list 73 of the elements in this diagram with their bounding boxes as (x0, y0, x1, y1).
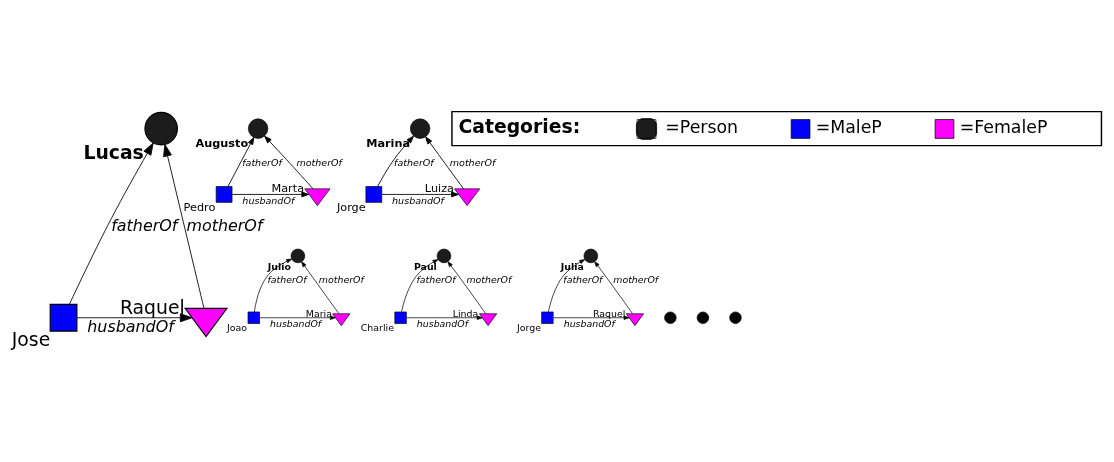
node-triangle (304, 188, 331, 206)
node-label: Lucas (83, 141, 144, 163)
edge-label: fatherOf (242, 156, 282, 168)
arrow (227, 136, 255, 187)
node-box (365, 185, 383, 203)
node-label: Raquel (592, 307, 626, 319)
arrow (401, 258, 439, 312)
node-label: Marta (271, 181, 305, 195)
node-circle (290, 248, 306, 263)
edge-label: fatherOf (416, 273, 456, 285)
edge-label: husbandOf (563, 317, 615, 329)
arrow (447, 260, 487, 314)
edge-label: husbandOf (270, 317, 322, 329)
edge-label: motherOf (466, 273, 512, 285)
legend-label: =Person (665, 116, 739, 137)
node-label: Luiza (424, 181, 454, 195)
node-label: Augusto (195, 136, 249, 150)
node-circle (436, 248, 452, 263)
node-circle (583, 248, 598, 263)
node-circle (410, 118, 431, 139)
arrow (163, 143, 205, 309)
edge-label: fatherOf (394, 156, 434, 168)
arrow (425, 135, 464, 189)
edge-label: motherOf (296, 156, 342, 168)
arrow (548, 258, 586, 312)
arrow (301, 260, 340, 314)
node-circle (144, 111, 178, 145)
arrow (231, 191, 310, 197)
edge-label: fatherOf (267, 273, 307, 285)
node-triangle (479, 312, 498, 326)
node-label: Julio (267, 260, 291, 272)
node-label: Jorge (336, 200, 366, 214)
edge-label: motherOf (186, 215, 263, 235)
node-label: Charlie (360, 321, 394, 333)
label: Categories: (458, 115, 581, 137)
node-label: Joao (227, 321, 248, 333)
node-label: Marina (366, 136, 411, 150)
edge-label: motherOf (613, 273, 659, 285)
node-box (49, 303, 78, 332)
edge-label: fatherOf (563, 273, 603, 285)
edge-label: husbandOf (87, 316, 174, 336)
edge-label: motherOf (318, 273, 364, 285)
node-label: Maria (305, 307, 332, 319)
node-label: Linda (452, 307, 479, 319)
node-label: Jose (11, 328, 51, 350)
node-label: Julia (560, 260, 584, 272)
legend-label: =MaleP (815, 116, 882, 137)
node-label: Paul (413, 260, 437, 272)
edge-label: fatherOf (111, 215, 178, 235)
node-box (247, 311, 260, 324)
arrow (594, 260, 633, 314)
arrow (264, 135, 314, 189)
edge-label: husbandOf (392, 194, 444, 206)
node-label: Pedro (183, 200, 216, 214)
node-box (394, 311, 407, 324)
node-label: Raquel (119, 296, 185, 318)
node-circle (248, 118, 269, 139)
node-label: Jorge (517, 321, 541, 333)
arrow (381, 191, 459, 197)
edge-label: husbandOf (416, 317, 468, 329)
arrow (69, 142, 154, 305)
edge-label: motherOf (449, 156, 496, 168)
arrow (406, 315, 483, 320)
node-box (541, 311, 554, 324)
arrow (254, 258, 292, 312)
arrow (76, 312, 193, 322)
arrow (553, 315, 630, 320)
node-triangle (454, 188, 481, 206)
node-box (215, 185, 233, 203)
arrow (259, 315, 336, 320)
arrow (377, 135, 414, 187)
edge-label: husbandOf (242, 194, 295, 206)
legend-label: =FemaleP (959, 116, 1048, 137)
